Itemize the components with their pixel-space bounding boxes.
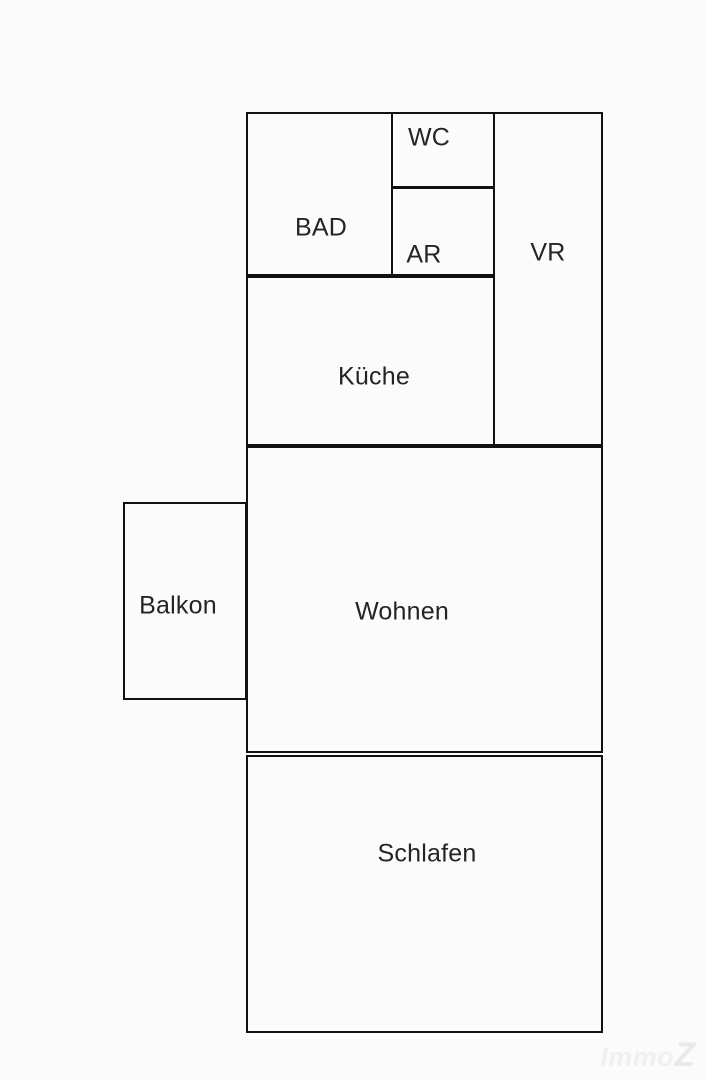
wall-vr-left: [492, 112, 495, 446]
room-label-schlafen: Schlafen: [377, 839, 477, 868]
room-label-kueche: Küche: [338, 362, 410, 391]
room-block-top-outline: [246, 112, 603, 446]
room-label-ar: AR: [406, 240, 442, 269]
room-label-balkon: Balkon: [139, 591, 217, 620]
watermark-prefix: Immo: [600, 1042, 675, 1072]
room-label-wohnen: Wohnen: [355, 597, 449, 626]
room-label-vr: VR: [530, 238, 566, 267]
room-balkon-outline: [123, 502, 247, 700]
watermark-suffix: Z: [674, 1036, 695, 1074]
room-schlafen-outline: [246, 755, 603, 1033]
wall-wc-ar-divider: [391, 186, 493, 189]
immoz-watermark: ImmoZ: [600, 1038, 695, 1072]
wall-bad-kueche-divider: [246, 273, 494, 278]
room-label-bad: BAD: [294, 213, 348, 242]
wall-bad-wc-divider: [390, 112, 393, 276]
room-wohnen-outline: [246, 446, 603, 753]
room-label-wc: WC: [407, 123, 451, 152]
